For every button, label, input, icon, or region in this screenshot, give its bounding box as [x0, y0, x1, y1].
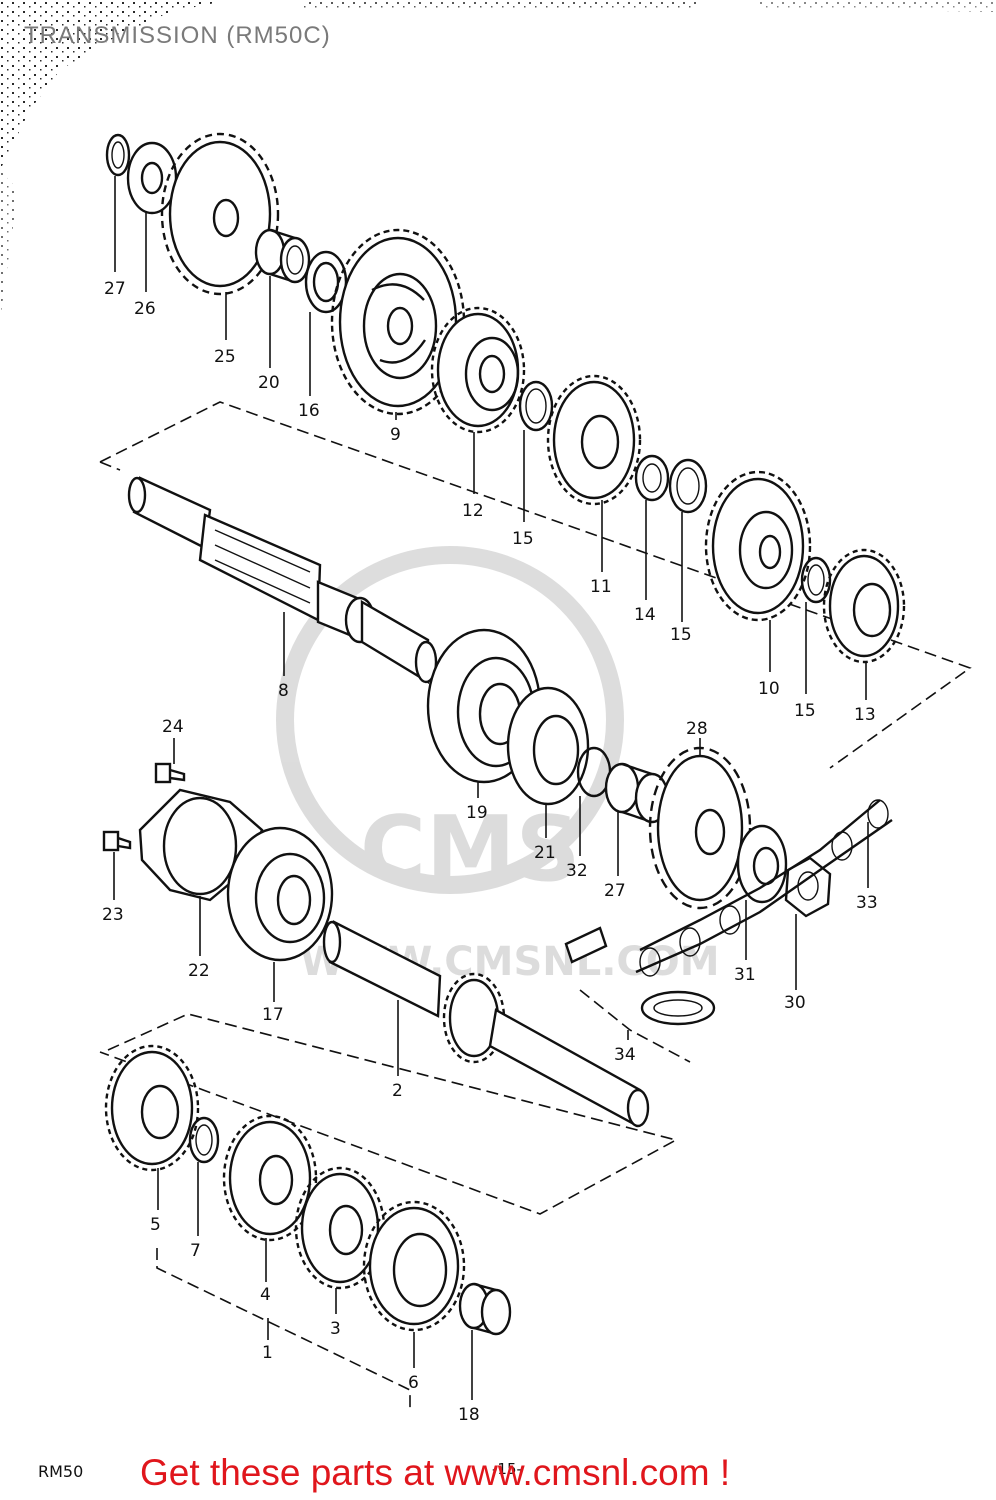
model-code: RM50 [38, 1462, 84, 1481]
callout-27: 27 [604, 881, 626, 901]
callout-2: 2 [392, 1081, 403, 1101]
callout-20: 20 [258, 373, 280, 393]
drive-set-outline [579, 989, 691, 1063]
part-15-washer-b [668, 458, 708, 514]
callout-27: 27 [104, 279, 126, 299]
callout-30: 30 [784, 993, 806, 1013]
part-27-circlip [105, 133, 131, 177]
mainshaft-assembly-outline [99, 1013, 679, 1215]
callout-4: 4 [260, 1285, 271, 1305]
part-23-bolt [102, 830, 132, 852]
callout-18: 18 [458, 1405, 480, 1425]
part-16-washer [304, 250, 348, 314]
part-24-bolt [154, 762, 186, 784]
callout-15: 15 [670, 625, 692, 645]
leader-lines [113, 176, 869, 1400]
callout-labels: 27 26 25 20 16 9 12 15 11 14 15 10 15 13… [102, 279, 878, 1425]
callout-9: 9 [390, 425, 401, 445]
callout-5: 5 [150, 1215, 161, 1235]
scan-noise [0, 0, 996, 320]
part-20-bushing [254, 228, 311, 284]
part-17-bearing [226, 826, 334, 962]
part-7-washer [188, 1116, 220, 1164]
part-3-gear [294, 1166, 386, 1290]
part-6-gear [362, 1200, 466, 1332]
part-10-gear [704, 470, 812, 622]
svg-text:CMS: CMS [360, 797, 580, 902]
part-25-gear [160, 132, 280, 296]
part-34-chain-joint [564, 926, 716, 1026]
part-5-gear [104, 1044, 200, 1172]
callout-34: 34 [614, 1045, 636, 1065]
countershaft-assembly-outline [99, 401, 972, 769]
callout-19: 19 [466, 803, 488, 823]
part-15-washer-a [518, 380, 554, 432]
callout-22: 22 [188, 961, 210, 981]
callout-3: 3 [330, 1319, 341, 1339]
callout-21: 21 [534, 843, 556, 863]
callout-26: 26 [134, 299, 156, 319]
callout-14: 14 [634, 605, 656, 625]
part-8-countershaft [127, 476, 438, 685]
callout-12: 12 [462, 501, 484, 521]
callout-31: 31 [734, 965, 756, 985]
callout-15: 15 [512, 529, 534, 549]
callout-7: 7 [190, 1241, 201, 1261]
callout-24: 24 [162, 717, 184, 737]
callout-25: 25 [214, 347, 236, 367]
callout-23: 23 [102, 905, 124, 925]
callout-8: 8 [278, 681, 289, 701]
part-2-mainshaft [322, 920, 650, 1128]
callout-15: 15 [794, 701, 816, 721]
part-31-lock-washer [736, 824, 788, 904]
page-number: -15- [492, 1460, 522, 1478]
part-30-nut [784, 856, 832, 918]
part-33-chain [635, 799, 893, 977]
callout-32: 32 [566, 861, 588, 881]
cmsnl-link[interactable]: Get these parts at www.cmsnl.com ! [140, 1452, 731, 1493]
part-21-oil-seal [506, 686, 590, 806]
callout-16: 16 [298, 401, 320, 421]
callout-28: 28 [686, 719, 708, 739]
part-28-sprocket [648, 746, 752, 910]
callout-17: 17 [262, 1005, 284, 1025]
part-11-gear [546, 374, 642, 506]
part-13-gear [822, 548, 906, 664]
part-12-gear [430, 306, 526, 434]
callout-11: 11 [590, 577, 612, 597]
callout-13: 13 [854, 705, 876, 725]
callout-1: 1 [262, 1343, 273, 1363]
part-15-washer-c [800, 556, 832, 604]
callout-33: 33 [856, 893, 878, 913]
callout-6: 6 [408, 1373, 419, 1393]
diagram-title: TRANSMISSION (RM50C) [24, 22, 331, 49]
part-14-circlip [634, 454, 670, 502]
gear-set-outline [156, 1248, 411, 1410]
callout-10: 10 [758, 679, 780, 699]
part-18-bushing [458, 1282, 512, 1336]
